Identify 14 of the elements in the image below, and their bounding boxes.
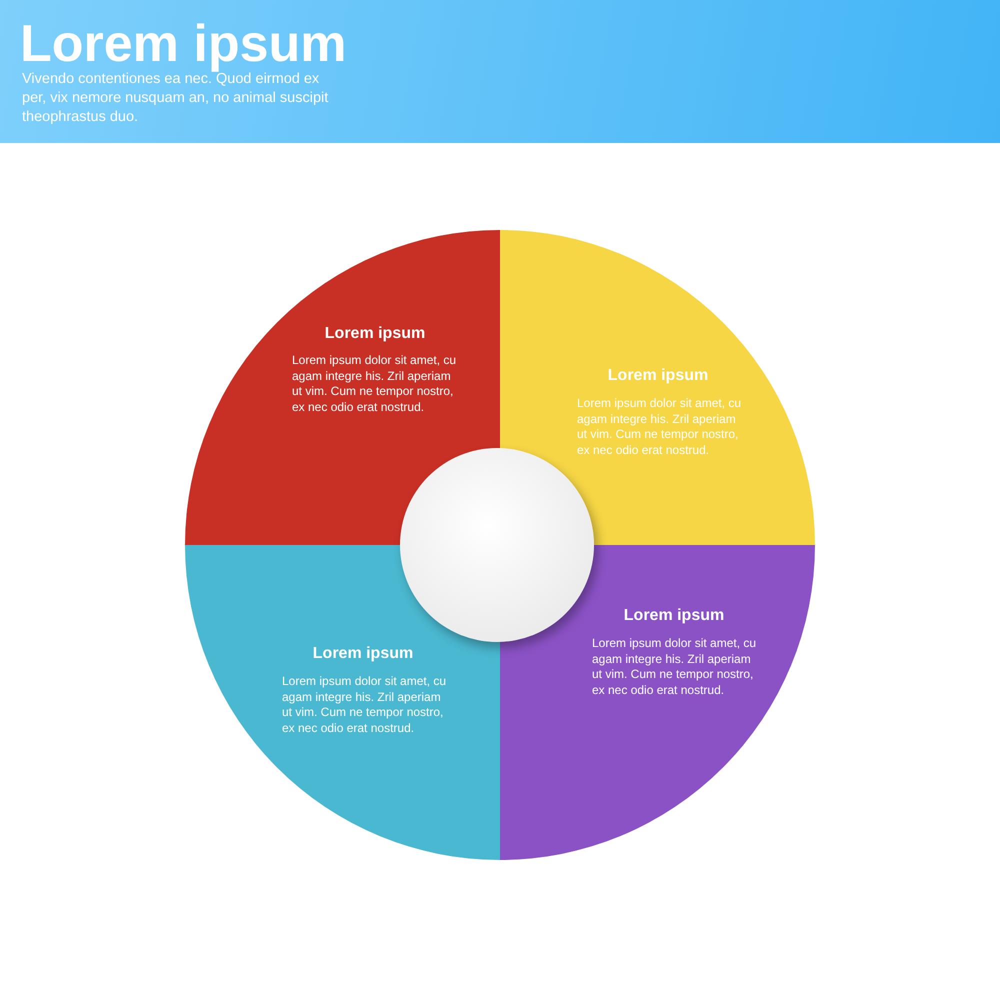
pie-segment — [500, 545, 815, 860]
segment-heading: Lorem ipsum — [608, 367, 708, 385]
pie-segment — [185, 230, 500, 545]
segment-text: Lorem ipsum dolor sit amet, cu agam integre his. Zril aperiam ut vim. Cum ne tempor nostro, ex nec odio erat nostrud. — [577, 396, 742, 458]
segment-text: Lorem ipsum dolor sit amet, cu agam integre his. Zril aperiam ut vim. Cum ne tempor nostro, ex nec odio erat nostrud. — [292, 353, 458, 416]
pie-segment — [185, 545, 500, 860]
segment-heading: Lorem ipsum — [312, 645, 414, 663]
title: Lorem ipsum — [20, 14, 346, 73]
segment-heading: Lorem ipsum — [324, 325, 426, 343]
segment-text: Lorem ipsum dolor sit amet, cu agam integre his. Zril aperiam ut vim. Cum ne tempor nostro, ex nec odio erat nostrud. — [592, 636, 758, 698]
subtitle-text: Vivendo contentiones ea nec. Quod eirmod ex per, vix nemore nusquam an, no animal suscipit theophrastus duo. — [22, 71, 328, 127]
segment-text: Lorem ipsum dolor sit amet, cu agam integre his. Zril aperiam ut vim. Cum ne tempor nostro, ex nec odio erat nostrud. — [282, 674, 448, 736]
pie-segment — [500, 230, 815, 545]
segment-heading: Lorem ipsum — [624, 607, 724, 625]
